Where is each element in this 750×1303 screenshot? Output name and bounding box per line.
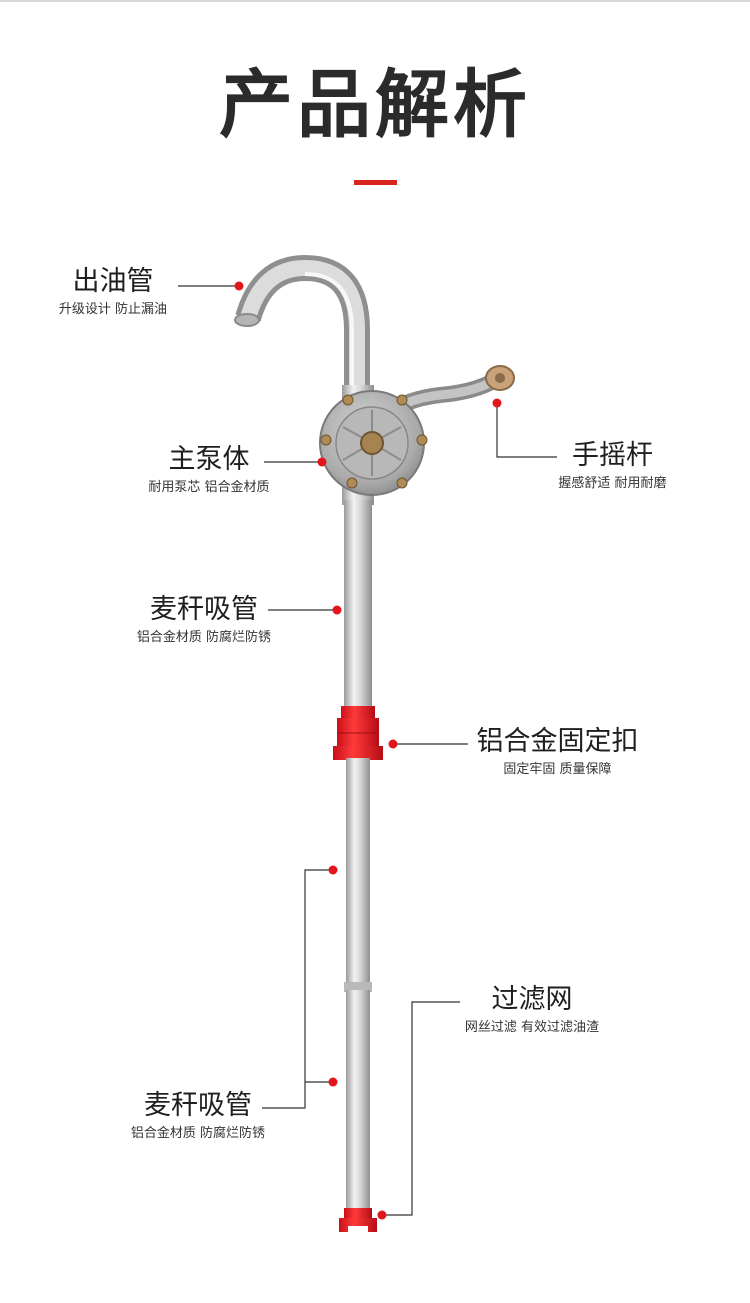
top-divider xyxy=(0,0,750,2)
part-name: 过滤网 xyxy=(491,984,573,1015)
label-suction-tube-lower: 麦秆吸管 铝合金材质 防腐烂防锈 xyxy=(122,1090,274,1143)
dot-suction-lower-b xyxy=(328,1077,338,1087)
label-suction-tube-upper: 麦秆吸管 铝合金材质 防腐烂防锈 xyxy=(128,594,280,647)
title-accent-bar xyxy=(354,180,397,185)
part-name: 麦秆吸管 xyxy=(150,594,258,625)
part-name: 出油管 xyxy=(72,266,154,297)
label-pump-body: 主泵体 耐用泵芯 铝合金材质 xyxy=(138,444,280,497)
part-desc: 固定牢固 质量保障 xyxy=(503,762,612,778)
part-name: 手摇杆 xyxy=(572,440,653,471)
label-crank-handle: 手摇杆 握感舒适 耐用耐磨 xyxy=(550,440,675,493)
part-name: 麦秆吸管 xyxy=(144,1090,252,1121)
part-desc: 网丝过滤 有效过滤油渣 xyxy=(464,1020,600,1036)
dot-suction-upper xyxy=(332,605,342,615)
page-title: 产品解析 xyxy=(219,62,531,148)
label-fixing-clamp: 铝合金固定扣 固定牢固 质量保障 xyxy=(470,726,645,779)
label-filter: 过滤网 网丝过滤 有效过滤油渣 xyxy=(456,984,608,1037)
part-name: 铝合金固定扣 xyxy=(476,726,639,757)
part-desc: 握感舒适 耐用耐磨 xyxy=(558,476,667,492)
tube-joint xyxy=(344,982,372,992)
lower-suction-tube xyxy=(346,758,370,986)
callout-dots xyxy=(234,281,502,1220)
fixing-clamp xyxy=(333,706,383,760)
dot-filter xyxy=(377,1210,387,1220)
dot-suction-lower-a xyxy=(328,865,338,875)
dot-fixing-clamp xyxy=(388,739,398,749)
part-name: 主泵体 xyxy=(168,444,250,475)
part-desc: 升级设计 防止漏油 xyxy=(58,302,168,318)
dot-crank-handle xyxy=(492,398,502,408)
callout-lines xyxy=(178,285,557,1216)
upper-suction-tube xyxy=(344,500,372,710)
pump-body xyxy=(319,385,428,505)
part-desc: 铝合金材质 防腐烂防锈 xyxy=(136,630,272,646)
part-desc: 铝合金材质 防腐烂防锈 xyxy=(130,1126,266,1142)
outlet-pipe xyxy=(234,254,370,390)
part-desc: 耐用泵芯 铝合金材质 xyxy=(148,480,270,496)
dot-outlet-pipe xyxy=(234,281,244,291)
bottom-suction-tube xyxy=(346,990,370,1212)
label-outlet-pipe: 出油管 升级设计 防止漏油 xyxy=(52,266,174,319)
dot-pump-body xyxy=(317,457,327,467)
filter-cap xyxy=(339,1208,377,1232)
